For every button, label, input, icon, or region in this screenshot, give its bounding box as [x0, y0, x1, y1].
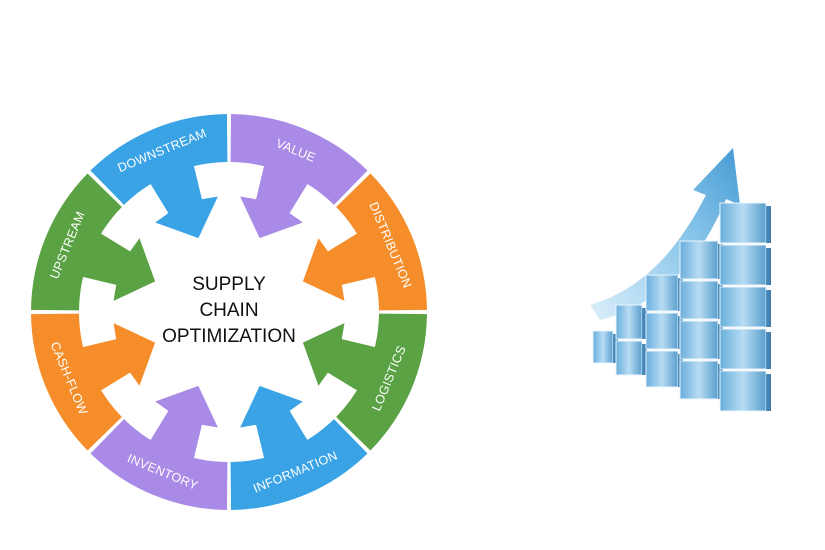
segment-arrow-information [240, 385, 309, 460]
bar-chart-growth-arrow-icon [590, 148, 771, 412]
chart-cube-side [642, 308, 647, 339]
chart-cube [719, 286, 767, 328]
chart-cube [615, 340, 643, 376]
growth-arrow [590, 148, 740, 320]
segment-arrow-distribution [302, 232, 377, 301]
segment-downstream [90, 114, 228, 205]
chart-cube [679, 280, 719, 320]
chart-cube-side [766, 374, 771, 411]
chart-cube [679, 360, 719, 400]
segment-arrow-inventory [149, 385, 218, 460]
segment-arrow-cash-flow [81, 323, 156, 392]
segment-distribution [336, 173, 427, 311]
center-title-line-2: CHAIN [199, 300, 258, 321]
chart-cube [679, 240, 719, 280]
segment-arrow-logistics [302, 323, 377, 392]
chart-cube [645, 350, 679, 388]
chart-cube-side [766, 248, 771, 285]
supply-chain-wheel: VALUEDISTRIBUTIONLOGISTICSINFORMATIONINV… [31, 114, 427, 510]
chart-cube [645, 312, 679, 350]
segment-information [230, 419, 368, 510]
segment-value [230, 114, 368, 205]
chart-cube [719, 328, 767, 370]
chart-cube-side [766, 206, 771, 243]
chart-cube [592, 330, 614, 364]
chart-cube-side [766, 332, 771, 369]
chart-cube [679, 320, 719, 360]
segment-arrow-downstream [149, 164, 218, 239]
segment-upstream [31, 173, 122, 311]
segment-arrow-value [240, 164, 309, 239]
segment-logistics [336, 313, 427, 451]
segment-arrow-upstream [81, 232, 156, 301]
segment-inventory [90, 419, 228, 510]
chart-cube [615, 304, 643, 340]
chart-cube [719, 244, 767, 286]
chart-cube-side [642, 344, 647, 375]
chart-cube [645, 274, 679, 312]
chart-cube [719, 202, 767, 244]
center-title-line-1: SUPPLY [192, 274, 266, 295]
center-title-line-3: OPTIMIZATION [162, 326, 296, 347]
chart-cube-side [766, 290, 771, 327]
segment-cash-flow [31, 313, 122, 451]
chart-cube [719, 370, 767, 412]
